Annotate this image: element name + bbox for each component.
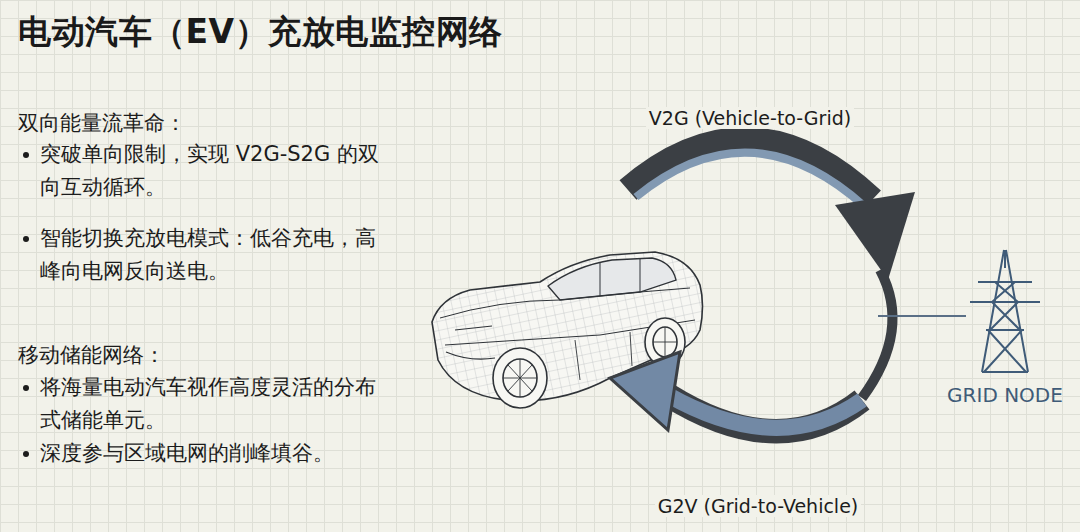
- bullet-dot: [23, 451, 29, 457]
- tower-symbol: [970, 250, 1040, 372]
- cycle-arc: [862, 270, 892, 398]
- bullet-dot: [23, 385, 29, 391]
- grid-link: [878, 315, 966, 317]
- g2v-arrow: [610, 352, 862, 431]
- flow-label: V2G (Vehicle-to-Grid): [646, 107, 854, 129]
- section-heading: 移动储能网络：: [18, 341, 165, 369]
- node-label: GRID NODE: [947, 383, 1063, 407]
- bullet-text: 智能切换充放电模式：低谷充电，高峰向电网反向送电。: [40, 222, 385, 288]
- bullet-text: 将海量电动汽车视作高度灵活的分布式储能单元。: [40, 371, 385, 437]
- title: 电动汽车（EV）充放电监控网络: [18, 10, 503, 55]
- bullet-dot: [23, 152, 29, 158]
- bullet-dot: [23, 236, 29, 242]
- section-heading: 双向能量流革命：: [18, 109, 186, 137]
- v2g-arrow: [628, 140, 915, 280]
- flow-label: G2V (Grid-to-Vehicle): [655, 495, 862, 517]
- bullet-text: 突破单向限制，实现 V2G-S2G 的双向互动循环。: [40, 138, 385, 204]
- bullet-text: 深度参与区域电网的削峰填谷。: [40, 437, 385, 470]
